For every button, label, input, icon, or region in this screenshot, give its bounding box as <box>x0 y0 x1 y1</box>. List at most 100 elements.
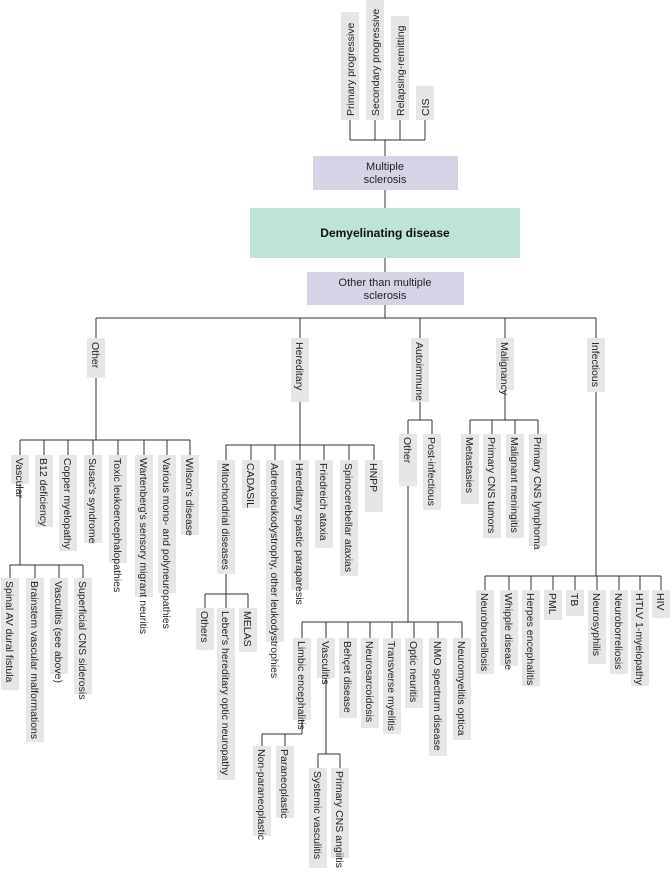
leaf-susacs-syndrome: Susac's syndrome <box>84 455 102 544</box>
svg-text:Susac's syndrome: Susac's syndrome <box>86 458 98 544</box>
leaf-mono-polyneuropathies: Various mono- and polyneuropathies <box>158 455 176 629</box>
leaf-neuroborreliosis: Neuroborreliosis <box>610 590 628 674</box>
svg-text:Toxic leukoencephalopathies: Toxic leukoencephalopathies <box>111 458 123 592</box>
svg-text:Infectious: Infectious <box>589 342 601 387</box>
node-demyelinating-disease: Demyelinating disease <box>250 208 520 258</box>
svg-text:Malignant meningitis: Malignant meningitis <box>508 437 520 533</box>
ms-label-line2: sclerosis <box>364 174 407 186</box>
category-malignancy: Malignancy <box>496 338 514 396</box>
svg-text:Other: Other <box>89 342 101 369</box>
leaf-friedreich-ataxia: Friedreich ataxia <box>315 460 333 548</box>
leaf-paraneoplastic: Paraneoplastic <box>276 746 294 818</box>
svg-text:Neurosarcoidosis: Neurosarcoidosis <box>363 641 375 722</box>
leaf-relapsing-remitting: Relapsing-remitting <box>391 16 409 120</box>
svg-text:Wilson's disease: Wilson's disease <box>183 458 195 536</box>
svg-text:HNPP: HNPP <box>367 463 379 492</box>
leaf-lebers-optic-neuropathy: Leber's hereditary optic neuropathy <box>217 608 235 780</box>
leaf-superficial-cns-siderosis: Superficial CNS siderosis <box>74 578 92 699</box>
leaf-hiv: HIV <box>652 590 670 618</box>
leaf-brainstem-vascular-malformations: Brainstem vascular malformations <box>26 578 44 742</box>
svg-text:Behçet disease: Behçet disease <box>341 641 353 713</box>
leaf-herpes-encephalitis: Herpes encephalitis <box>522 590 540 686</box>
svg-text:B12 deficiency: B12 deficiency <box>37 458 49 527</box>
leaf-autoimmune-other: Other <box>399 434 417 486</box>
leaf-tb: TB <box>566 590 584 616</box>
root-label: Demyelinating disease <box>320 226 450 240</box>
leaf-spinocerebellar-ataxias: Spinocerebellar ataxias <box>340 460 358 576</box>
svg-text:Relapsing-remitting: Relapsing-remitting <box>395 25 407 116</box>
leaf-malignant-meningitis: Malignant meningitis <box>506 434 524 538</box>
leaf-cis: CIS <box>416 86 434 120</box>
svg-text:Whipple disease: Whipple disease <box>502 593 514 670</box>
leaf-post-infectious: Post-infectious <box>423 434 441 510</box>
svg-text:TB: TB <box>568 593 580 606</box>
svg-text:Systemic vasculitis: Systemic vasculitis <box>311 771 323 859</box>
leaf-neurobrucellosis: Neurobrucellosis <box>476 590 494 674</box>
svg-text:NMO spectrum disease: NMO spectrum disease <box>431 641 443 751</box>
svg-text:Malignancy: Malignancy <box>498 342 510 396</box>
leaf-primary-cns-tumors: Primary CNS tumors <box>483 434 501 538</box>
connector-lines <box>9 120 662 768</box>
svg-text:Various mono- and polyneuropat: Various mono- and polyneuropathies <box>160 458 172 629</box>
svg-text:Neurobrucellosis: Neurobrucellosis <box>478 593 490 671</box>
ms-label-line1: Multiple <box>366 161 404 173</box>
leaf-metastasies: Metastasies <box>461 434 479 504</box>
svg-text:Hereditary: Hereditary <box>293 342 305 391</box>
leaf-spinal-av-dural-fistula: Spinal AV dural fistula <box>1 578 19 690</box>
leaf-hnpp: HNPP <box>365 460 383 512</box>
leaf-whipple-disease: Whipple disease <box>500 590 518 670</box>
category-infectious: Infectious <box>587 338 605 392</box>
svg-text:Autoimmune: Autoimmune <box>413 342 425 401</box>
svg-text:Vasculitis: Vasculitis <box>319 641 331 685</box>
leaf-primary-cns-lymphoma: Primary CNS lymphoma <box>529 434 547 550</box>
svg-text:HIV: HIV <box>654 593 666 611</box>
leaf-wilsons-disease: Wilson's disease <box>181 455 199 536</box>
leaf-neurosyphilis: Neurosyphilis <box>588 590 606 664</box>
leaf-neuromyelitis-optica: Neuromyelitis optica <box>453 638 471 740</box>
svg-text:HTLV 1-myelopathy: HTLV 1-myelopathy <box>633 593 645 686</box>
category-hereditary: Hereditary <box>291 338 309 402</box>
svg-text:Other: Other <box>401 437 413 464</box>
leaf-secondary-progressive: Secondary progressive <box>366 0 384 120</box>
category-autoimmune: Autoimmune <box>411 338 429 402</box>
svg-text:Primary progressive: Primary progressive <box>345 22 357 116</box>
svg-text:Transverse myelitis: Transverse myelitis <box>385 641 397 731</box>
svg-text:Neuromyelitis optica: Neuromyelitis optica <box>455 641 467 736</box>
other-than-ms-label-line1: Other than multiple <box>339 277 432 289</box>
leaf-b12-deficiency: B12 deficiency <box>35 455 53 527</box>
leaf-limbic-encephalitis: Limbic encephalitis <box>293 638 311 730</box>
leaf-primary-progressive: Primary progressive <box>341 12 359 120</box>
leaf-non-paraneoplastic: Non-paraneoplastic <box>253 746 271 840</box>
leaf-optic-neuritis: Optic neuritis <box>405 638 423 708</box>
svg-text:Adrenoleukodystrophy, other le: Adrenoleukodystrophy, other leukodystrop… <box>268 463 280 678</box>
leaf-wartenbergs-neuritis: Wartenberg's sensory migrant neuritis <box>135 455 153 634</box>
leaf-toxic-leukoencephalopathies: Toxic leukoencephalopathies <box>109 455 127 592</box>
svg-text:Non-paraneoplastic: Non-paraneoplastic <box>255 749 267 840</box>
svg-text:MELAS: MELAS <box>241 611 253 647</box>
leaf-copper-myelopathy: Copper myelopathy <box>59 455 77 551</box>
svg-text:Optic neuritis: Optic neuritis <box>407 641 419 702</box>
svg-text:Secondary progressive: Secondary progressive <box>370 8 382 116</box>
svg-text:Limbic encephalitis: Limbic encephalitis <box>295 641 307 730</box>
leaf-adrenoleukodystrophy: Adrenoleukodystrophy, other leukodystrop… <box>266 460 284 678</box>
svg-text:Vasculitis (see above): Vasculitis (see above) <box>52 581 64 683</box>
svg-text:Vascular: Vascular <box>13 458 25 499</box>
svg-text:CIS: CIS <box>420 98 432 116</box>
leaf-behcet-disease: Behçet disease <box>339 638 357 718</box>
svg-text:Primary CNS tumors: Primary CNS tumors <box>485 437 497 533</box>
svg-text:Leber's hereditary optic neuro: Leber's hereditary optic neuropathy <box>219 611 231 776</box>
leaf-cadasil: CADASIL <box>242 460 260 508</box>
svg-text:Mitochondrial diseases: Mitochondrial diseases <box>219 463 231 570</box>
svg-text:Superficial CNS siderosis: Superficial CNS siderosis <box>76 581 88 699</box>
leaf-hereditary-spastic-paraparesis: Hereditary spastic paraparesis <box>291 460 309 605</box>
svg-text:Primary CNS angiitis: Primary CNS angiitis <box>333 771 345 868</box>
svg-text:Wartenberg's sensory migrant n: Wartenberg's sensory migrant neuritis <box>137 458 149 634</box>
leaf-vascular: Vascular <box>11 455 29 499</box>
svg-text:Neurosyphilis: Neurosyphilis <box>590 593 602 656</box>
svg-text:Friedreich ataxia: Friedreich ataxia <box>317 463 329 541</box>
category-other: Other <box>87 338 105 378</box>
leaf-transverse-myelitis: Transverse myelitis <box>383 638 401 734</box>
leaf-neurosarcoidosis: Neurosarcoidosis <box>361 638 379 728</box>
other-than-ms-label-line2: sclerosis <box>364 290 407 302</box>
svg-text:Paraneoplastic: Paraneoplastic <box>278 749 290 818</box>
